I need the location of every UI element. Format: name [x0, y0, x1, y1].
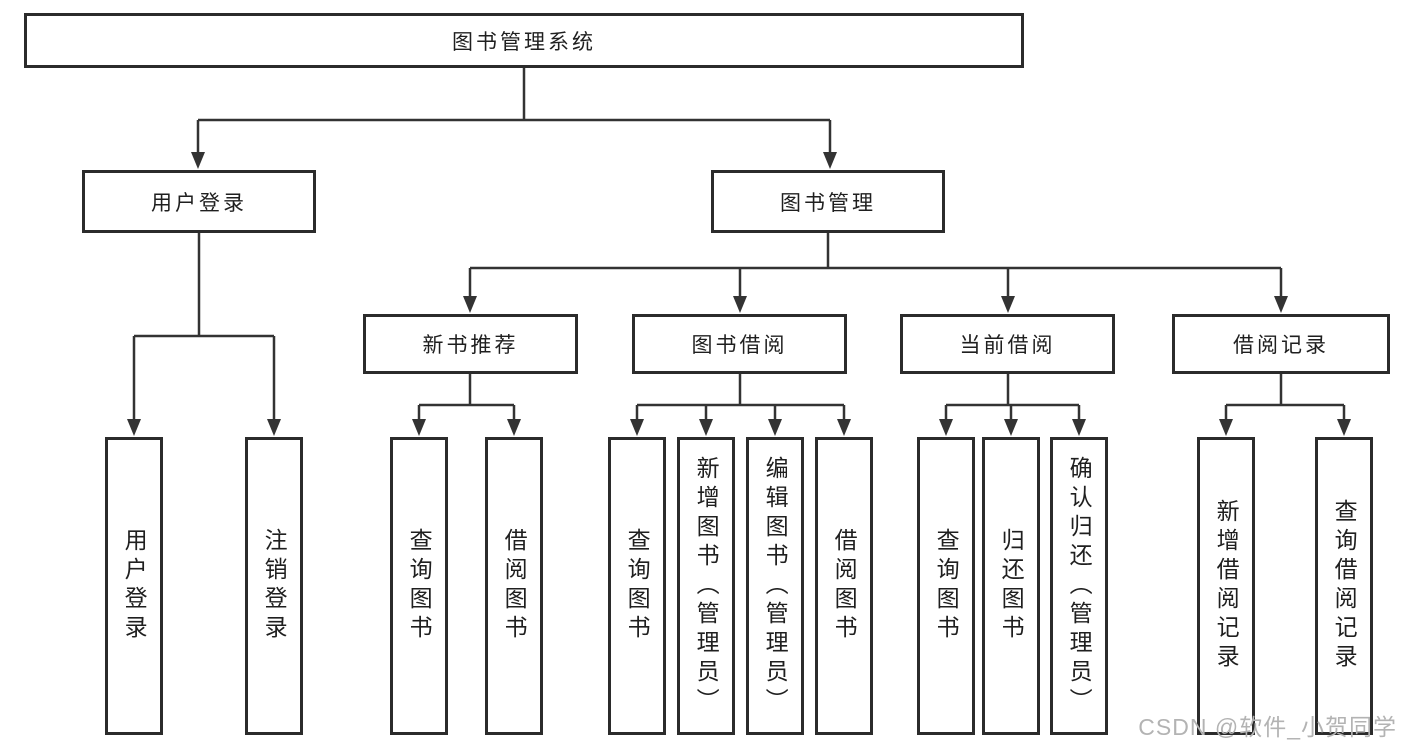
arrowhead	[768, 419, 782, 436]
node-user-login: 用户登录	[82, 170, 316, 233]
node-book-borrowing: 图书借阅	[632, 314, 847, 374]
leaf-newbooks-borrow-books-label: 借阅图书	[501, 528, 528, 644]
connector-newbooks-to-leaves	[417, 374, 516, 420]
leaf-borrow-query-books-label: 查询图书	[624, 528, 651, 644]
arrowhead	[733, 296, 747, 313]
connector-currentborrow-to-leaves	[944, 374, 1081, 420]
leaf-newbooks-query-books-label: 查询图书	[406, 528, 433, 644]
leaf-edit-books-admin-label: 编辑图书（管理员）	[762, 455, 789, 717]
connector-borrowrecords-to-leaves	[1224, 374, 1346, 420]
connector-bookmgmt-to-level3	[468, 233, 1283, 297]
arrowhead	[267, 419, 281, 436]
leaf-user-login-label: 用户登录	[121, 528, 148, 644]
arrowhead	[127, 419, 141, 436]
leaf-newbooks-query-books: 查询图书	[390, 437, 448, 735]
leaf-current-query-books: 查询图书	[917, 437, 975, 735]
arrowhead	[1337, 419, 1351, 436]
node-current-borrowing-label: 当前借阅	[959, 334, 1056, 357]
arrowhead	[1004, 419, 1018, 436]
leaf-confirm-return-admin: 确认归还（管理员）	[1050, 437, 1108, 735]
arrowhead	[823, 152, 837, 169]
arrowhead	[1001, 296, 1015, 313]
leaf-logout: 注销登录	[245, 437, 303, 735]
leaf-logout-label: 注销登录	[261, 528, 288, 644]
leaf-add-borrow-record-label: 新增借阅记录	[1213, 499, 1240, 673]
connector-userlogin-to-leaves	[132, 233, 276, 420]
leaf-user-login: 用户登录	[105, 437, 163, 735]
leaf-borrow-books: 借阅图书	[815, 437, 873, 735]
leaf-current-query-books-label: 查询图书	[933, 528, 960, 644]
node-borrowing-records-label: 借阅记录	[1233, 334, 1329, 357]
leaf-add-books-admin-label: 新增图书（管理员）	[693, 455, 720, 717]
leaf-query-borrow-record: 查询借阅记录	[1315, 437, 1373, 735]
arrowhead	[1219, 419, 1233, 436]
arrowhead	[507, 419, 521, 436]
arrowhead	[939, 419, 953, 436]
arrowhead	[630, 419, 644, 436]
node-new-book-recommend-label: 新书推荐	[422, 334, 519, 357]
leaf-return-books: 归还图书	[982, 437, 1040, 735]
node-current-borrowing: 当前借阅	[900, 314, 1115, 374]
leaf-add-books-admin: 新增图书（管理员）	[677, 437, 735, 735]
leaf-query-borrow-record-label: 查询借阅记录	[1331, 499, 1358, 673]
leaf-add-borrow-record: 新增借阅记录	[1197, 437, 1255, 735]
node-root-label: 图书管理系统	[452, 30, 596, 54]
node-borrowing-records: 借阅记录	[1172, 314, 1390, 374]
arrowhead	[837, 419, 851, 436]
node-book-management-label: 图书管理	[780, 191, 876, 215]
arrowhead	[1274, 296, 1288, 313]
leaf-return-books-label: 归还图书	[998, 528, 1025, 644]
node-root: 图书管理系统	[24, 13, 1024, 68]
leaf-confirm-return-admin-label: 确认归还（管理员）	[1066, 455, 1093, 717]
node-new-book-recommend: 新书推荐	[363, 314, 578, 374]
csdn-watermark: CSDN @软件_小贺同学	[1138, 714, 1397, 740]
arrowhead	[1072, 419, 1086, 436]
connector-bookborrow-to-leaves	[635, 374, 846, 420]
node-user-login-label: 用户登录	[151, 191, 247, 215]
arrowhead	[191, 152, 205, 169]
leaf-borrow-books-label: 借阅图书	[831, 528, 858, 644]
leaf-borrow-query-books: 查询图书	[608, 437, 666, 735]
node-book-borrowing-label: 图书借阅	[691, 334, 788, 357]
arrowhead	[463, 296, 477, 313]
node-book-management: 图书管理	[711, 170, 945, 233]
connector-root-to-level2	[196, 68, 832, 153]
leaf-newbooks-borrow-books: 借阅图书	[485, 437, 543, 735]
leaf-edit-books-admin: 编辑图书（管理员）	[746, 437, 804, 735]
arrowhead	[699, 419, 713, 436]
arrowhead	[412, 419, 426, 436]
